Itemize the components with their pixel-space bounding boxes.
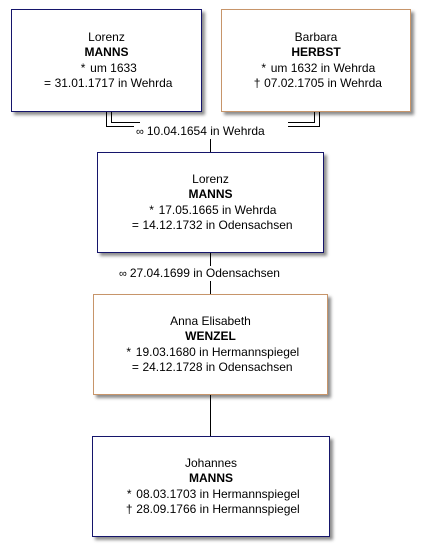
marriage-icon: ∞ (136, 126, 144, 138)
surname: MANNS (189, 471, 233, 485)
birth-line: * um 1633 (76, 61, 137, 77)
burial-icon: = (131, 360, 139, 374)
surname: HERBST (291, 45, 341, 59)
first-name: Lorenz (88, 29, 125, 44)
death-info: 24.12.1728 in Odensachsen (142, 360, 293, 374)
death-info: 31.01.1717 in Wehrda (54, 76, 173, 90)
connector-gen2-to-gen3 (210, 281, 211, 294)
birth-line: *19.03.1680 in Hermannspiegel (122, 345, 299, 361)
connector-mother-bracket-inner (288, 122, 315, 123)
birth-icon: * (149, 202, 154, 217)
connector-father-bracket-inner (111, 112, 112, 122)
death-line: =24.12.1728 in Odensachsen (128, 360, 293, 376)
death-line: †07.02.1705 in Wehrda (250, 76, 382, 92)
death-icon: † (125, 502, 133, 516)
person-card-barbara-herbst[interactable]: Barbara HERBST *um 1632 in Wehrda †07.02… (221, 9, 411, 112)
person-card-lorenz-manns-father[interactable]: Lorenz MANNS * um 1633 =31.01.1717 in Weh… (11, 9, 202, 112)
birth-line: *um 1632 in Wehrda (257, 60, 376, 77)
burial-icon: = (44, 76, 52, 90)
connector-gen1-to-gen2 (210, 137, 211, 152)
birth-icon: * (261, 60, 267, 75)
marriage-date: 10.04.1654 in Wehrda (146, 124, 265, 138)
burial-icon: = (131, 218, 139, 232)
marriage-label-1: ∞10.04.1654 in Wehrda (134, 124, 267, 139)
surname: MANNS (188, 187, 233, 201)
connector-gen2-to-gen3 (210, 253, 211, 266)
birth-icon: * (126, 486, 132, 501)
person-card-lorenz-manns-son[interactable]: Lorenz MANNS * 17.05.1665 in Wehrda =14.1… (97, 152, 324, 253)
person-card-anna-elisabeth-wenzel[interactable]: Anna Elisabeth WENZEL *19.03.1680 in Her… (93, 294, 328, 395)
death-info: 07.02.1705 in Wehrda (264, 76, 382, 90)
marriage-label-2: ∞27.04.1699 in Odensachsen (117, 266, 282, 281)
birth-line: * 17.05.1665 in Wehrda (145, 202, 277, 219)
connector-father-bracket (106, 112, 107, 126)
death-line: =31.01.1717 in Wehrda (41, 76, 173, 92)
marriage-icon: ∞ (119, 268, 127, 280)
death-info: 14.12.1732 in Odensachsen (142, 218, 293, 232)
birth-info: 17.05.1665 in Wehrda (158, 202, 277, 217)
birth-info: 08.03.1703 in Hermannspiegel (136, 486, 300, 501)
birth-info: um 1632 in Wehrda (270, 60, 376, 75)
death-icon: † (253, 76, 261, 90)
death-line: †28.09.1766 in Hermannspiegel (122, 502, 300, 518)
connector-mother-bracket-inner (314, 112, 315, 122)
connector-mother-bracket (288, 126, 320, 127)
first-name: Barbara (294, 29, 338, 44)
first-name: Lorenz (192, 171, 229, 186)
connector-father-bracket-inner (111, 122, 140, 123)
connector-father-bracket (106, 126, 140, 127)
birth-icon: * (80, 60, 86, 75)
connector-gen3-to-gen4 (210, 395, 211, 436)
first-name: Anna Elisabeth (170, 313, 251, 328)
death-line: =14.12.1732 in Odensachsen (128, 218, 293, 234)
surname: MANNS (84, 45, 129, 59)
birth-line: * 08.03.1703 in Hermannspiegel (122, 486, 300, 503)
birth-info: um 1633 (90, 60, 137, 75)
surname: WENZEL (185, 329, 236, 343)
first-name: Johannes (184, 455, 238, 470)
person-card-johannes-manns[interactable]: Johannes MANNS * 08.03.1703 in Hermannspi… (92, 436, 330, 537)
birth-info: 19.03.1680 in Hermannspiegel (135, 344, 300, 359)
birth-icon: * (126, 344, 132, 359)
death-info: 28.09.1766 in Hermannspiegel (136, 502, 300, 516)
connector-mother-bracket (319, 112, 320, 126)
marriage-date: 27.04.1699 in Odensachsen (129, 266, 280, 280)
